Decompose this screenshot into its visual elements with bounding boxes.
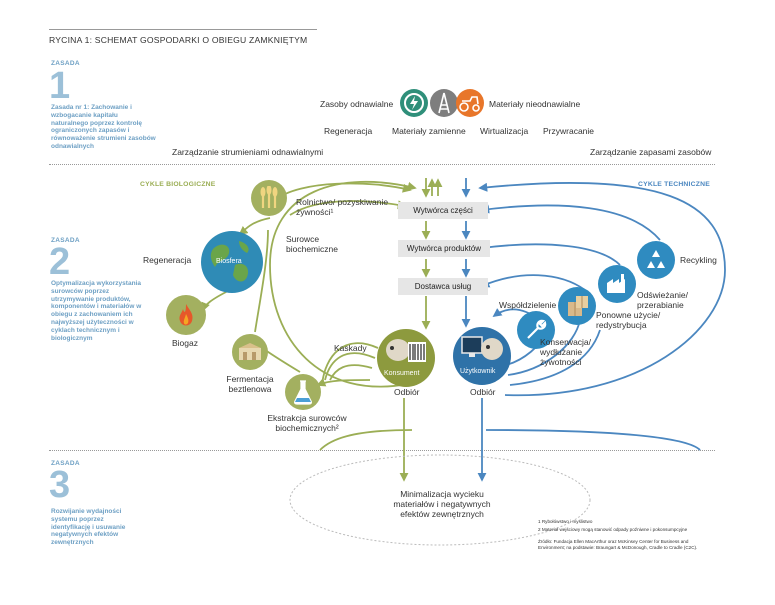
action-substitute: Materiały zamienne — [392, 126, 466, 136]
raw-materials-label: Surowce biochemiczne — [286, 234, 338, 254]
cascades-label: Kaskady — [334, 343, 367, 353]
principle-3-tag: ZASADA — [51, 460, 80, 467]
renewable-label: Zasoby odnawialne — [320, 99, 394, 109]
flask-icon — [294, 380, 312, 405]
wheat-icon — [260, 186, 278, 208]
figure-title: RYCINA 1: SCHEMAT GOSPODARKI O OBIEGU ZA… — [49, 35, 308, 45]
maintain-label: Konserwacja/ wydłużanie żywotności — [540, 337, 592, 367]
principle-1-number: 1 — [49, 65, 71, 107]
refurbish-label: Odświeżanie/ przerabianie — [637, 290, 689, 310]
regeneration-label: Regeneracja — [143, 255, 192, 265]
principle-2-desc: Optymalizacja wykorzystania surowców pop… — [51, 280, 142, 342]
principle-1-tag: ZASADA — [51, 60, 80, 67]
chain-box-services: Dostawca usług — [398, 278, 488, 295]
divider-2 — [49, 450, 715, 451]
leakage-arc — [289, 454, 591, 546]
wrench-icon — [527, 319, 547, 339]
action-restore: Przywracanie — [543, 126, 595, 136]
farming-label: Rolnictwo/ pozyskiwanie żywności¹ — [296, 197, 389, 217]
tractor-icon — [456, 89, 484, 117]
bio-cycles-label: CYKLE BIOLOGICZNE — [140, 181, 216, 188]
title-rule — [49, 29, 317, 30]
biosphere-circle — [201, 231, 263, 293]
recycling-circle — [637, 241, 675, 279]
extraction-label: Ekstrakcja surowców biochemicznych² — [267, 413, 347, 433]
recycling-label: Recykling — [680, 255, 717, 265]
action-virtualise: Wirtualizacja — [480, 126, 529, 136]
action-regeneration: Regeneracja — [324, 126, 373, 136]
flow-stock-label: Zarządzanie zapasami zasobów — [590, 147, 712, 157]
flow-renewable-label: Zarządzanie strumieniami odnawialnymi — [172, 147, 324, 157]
nonrenewable-label: Materiały nieodnawialne — [489, 99, 581, 109]
biosphere-label: Biosfera — [216, 258, 242, 265]
boxes-icon — [568, 296, 588, 316]
footnote-2: 2 Materiał wejściowy mogą stanowić odpad… — [538, 527, 688, 532]
tech-flows — [461, 178, 726, 482]
principle-3-desc: Rozwijanie wydajności systemu poprzez id… — [51, 508, 126, 547]
tech-cycles-label: CYKLE TECHNICZNE — [638, 181, 710, 188]
tech-collection-label: Odbiór — [470, 387, 496, 397]
principle-2-tag: ZASADA — [51, 237, 80, 244]
chain-box-products: Wytwórca produktów — [398, 240, 490, 257]
principle-1-desc: Zasada nr 1: Zachowanie i wzbogacanie ka… — [51, 104, 156, 150]
source-note: Źródło: Fundacja Ellen MacArthur oraz Mc… — [538, 539, 698, 550]
globe-icon — [210, 241, 249, 282]
renewable-energy-icon — [400, 89, 428, 117]
oil-rig-icon — [430, 89, 458, 117]
user-label: Użytkownik — [460, 368, 496, 375]
consumer-label: Konsument — [384, 370, 420, 377]
user-figures-icon — [461, 336, 503, 360]
flame-icon — [179, 304, 193, 326]
divider-1 — [49, 164, 715, 165]
chain-box-parts: Wytwórca części — [398, 202, 488, 219]
biogas-label: Biogaz — [172, 338, 198, 348]
principle-2-number: 2 — [49, 241, 71, 283]
resource-icons — [400, 89, 484, 117]
minimization-label: Minimalizacja wycieku materiałów i negat… — [393, 489, 491, 519]
footnote-1: 1 Rybołówstwo i myślistwo — [538, 519, 593, 524]
consumer-figures-icon — [386, 339, 426, 362]
factory-icon — [607, 274, 625, 293]
recycle-icon — [647, 250, 665, 268]
reuse-label: Ponowne użycie/ redystrybucja — [596, 310, 661, 330]
fermentation-label: Fermentacja beztlenowa — [226, 374, 274, 394]
principle-3-number: 3 — [49, 464, 71, 506]
digester-icon — [239, 343, 261, 360]
bio-collection-label: Odbiór — [394, 387, 420, 397]
share-label: Współdzielenie — [499, 300, 557, 310]
